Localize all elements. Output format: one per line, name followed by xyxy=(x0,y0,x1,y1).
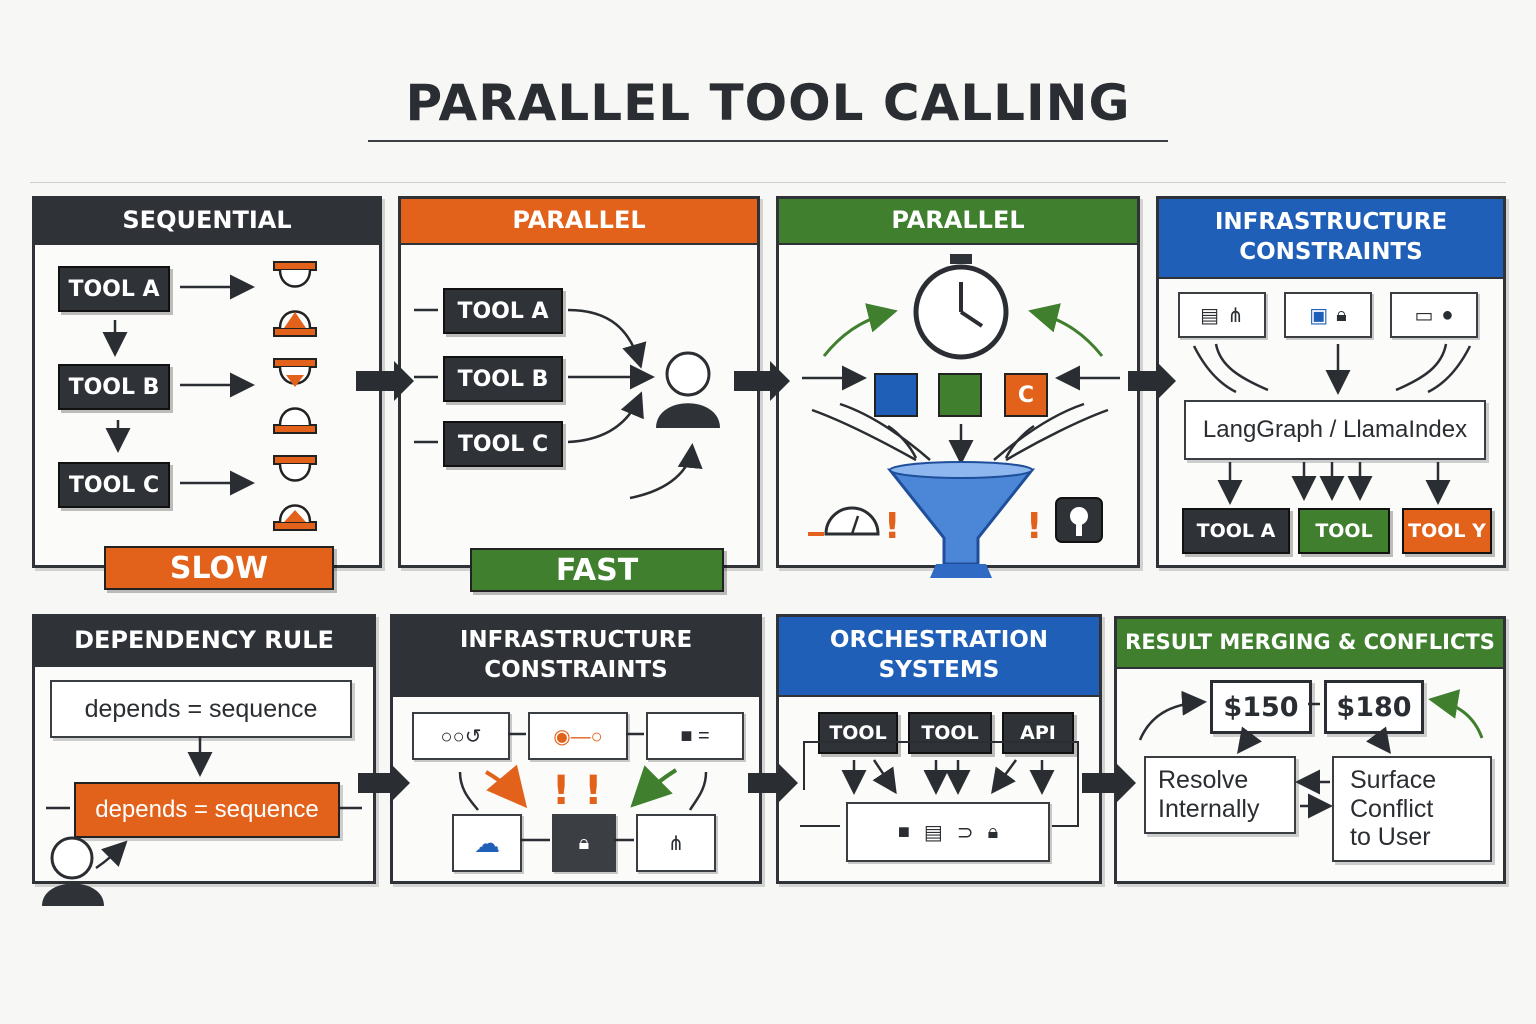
infrastructure-header-top: INFRASTRUCTURE CONSTRAINTS xyxy=(1159,199,1503,279)
document-icon: ▤ xyxy=(923,821,943,844)
user-card-icon: ■ = xyxy=(680,724,710,747)
resolve-line1: Resolve xyxy=(1158,766,1249,795)
page-title: PARALLEL TOOL CALLING xyxy=(405,74,1131,132)
framework-box: LangGraph / LlamaIndex xyxy=(1184,400,1486,460)
user-icon: ● xyxy=(1441,303,1454,326)
orchestration-hub: ■ ▤ ⊃ 🔒︎ xyxy=(846,802,1050,862)
infra-tool: TOOL xyxy=(1298,508,1390,554)
infrastructure-header-bottom: INFRASTRUCTURE CONSTRAINTS xyxy=(393,617,759,697)
merging-header: RESULT MERGING & CONFLICTS xyxy=(1117,619,1503,669)
settings-icon: ○○↺ xyxy=(440,725,482,748)
infrastructure-header-top-line2: CONSTRAINTS xyxy=(1239,239,1423,265)
orchestration-api: API xyxy=(1002,712,1074,754)
orchestration-tool-1: TOOL xyxy=(818,712,898,754)
monitor-icon: ▭ xyxy=(1414,304,1434,327)
tool-square-green xyxy=(938,373,982,417)
orchestration-header-line2: SYSTEMS xyxy=(878,657,1000,683)
graph-card: ⋔ xyxy=(636,814,716,872)
sequential-header: SEQUENTIAL xyxy=(35,199,379,245)
network-icon: ◉—○ xyxy=(553,725,603,748)
service-card-3: ▭ ● xyxy=(1390,292,1478,338)
resolve-line2: Internally xyxy=(1158,795,1260,823)
sequential-tool-c: TOOL C xyxy=(58,462,170,508)
orchestration-header: ORCHESTRATION SYSTEMS xyxy=(779,617,1099,697)
tool-square-orange-label: C xyxy=(1017,382,1035,408)
section-divider xyxy=(30,182,1506,183)
surface-line1: Surface xyxy=(1350,765,1437,794)
parallel-tool-c: TOOL C xyxy=(443,421,563,467)
fast-badge: FAST xyxy=(470,548,724,592)
lock-icon: 🔒︎ xyxy=(578,831,590,854)
infra-tool-a: TOOL A xyxy=(1182,508,1290,554)
parallel-tool-b: TOOL B xyxy=(443,356,563,402)
resolve-internally-box: Resolve Internally xyxy=(1144,756,1296,834)
document-icon: ▤ xyxy=(1200,304,1220,327)
lock-icon: 🔒︎ xyxy=(1336,303,1347,326)
infrastructure-header-bottom-line2: CONSTRAINTS xyxy=(484,657,668,683)
cloud-card: ☁ xyxy=(452,814,522,872)
app-icon: ▣ xyxy=(1309,304,1329,327)
network-icon: ⋔ xyxy=(1227,304,1244,327)
price-value-a: $150 xyxy=(1210,680,1312,734)
dependency-rule-top: depends = sequence xyxy=(50,680,352,738)
service-card-1: ▤ ⋔ xyxy=(1178,292,1266,338)
component-card-2: ◉—○ xyxy=(528,712,628,760)
tool-square-blue xyxy=(874,373,918,417)
sequential-tool-b: TOOL B xyxy=(58,364,170,410)
infrastructure-header-top-line1: INFRASTRUCTURE xyxy=(1214,209,1448,236)
orchestration-header-line1: ORCHESTRATION xyxy=(829,627,1049,654)
infra-tool-y: TOOL Y xyxy=(1402,508,1492,554)
parallel-header-green: PARALLEL xyxy=(779,199,1137,245)
cloud-icon: ☁ xyxy=(474,827,500,858)
parallel-tool-a: TOOL A xyxy=(443,288,563,334)
title-underline xyxy=(368,140,1168,142)
orchestration-tool-2: TOOL xyxy=(908,712,992,754)
parallel-header-orange: PARALLEL xyxy=(401,199,757,245)
surface-conflict-box: Surface Conflict to User xyxy=(1332,756,1492,862)
surface-line3: to User xyxy=(1350,823,1431,852)
surface-line2: Conflict xyxy=(1350,794,1434,823)
dependency-panel: DEPENDENCY RULE xyxy=(32,614,376,884)
component-card-3: ■ = xyxy=(646,712,744,760)
dependency-header: DEPENDENCY RULE xyxy=(35,617,373,667)
sequential-tool-a: TOOL A xyxy=(58,266,170,312)
merging-panel: RESULT MERGING & CONFLICTS xyxy=(1114,616,1506,884)
component-card-1: ○○↺ xyxy=(412,712,510,760)
graph-icon: ⋔ xyxy=(667,832,685,855)
service-card-2: ▣ 🔒︎ xyxy=(1284,292,1372,338)
lock-card: 🔒︎ xyxy=(552,814,616,872)
infrastructure-header-bottom-line1: INFRASTRUCTURE xyxy=(459,627,693,654)
dependency-rule-bottom: depends = sequence xyxy=(74,782,340,838)
lock-icon: 🔒︎ xyxy=(987,820,999,843)
link-icon: ⊃ xyxy=(956,821,974,844)
slow-badge: SLOW xyxy=(104,546,334,590)
person-icon: ■ xyxy=(897,820,910,843)
tool-square-orange: C xyxy=(1004,373,1048,417)
price-value-b: $180 xyxy=(1324,680,1424,734)
